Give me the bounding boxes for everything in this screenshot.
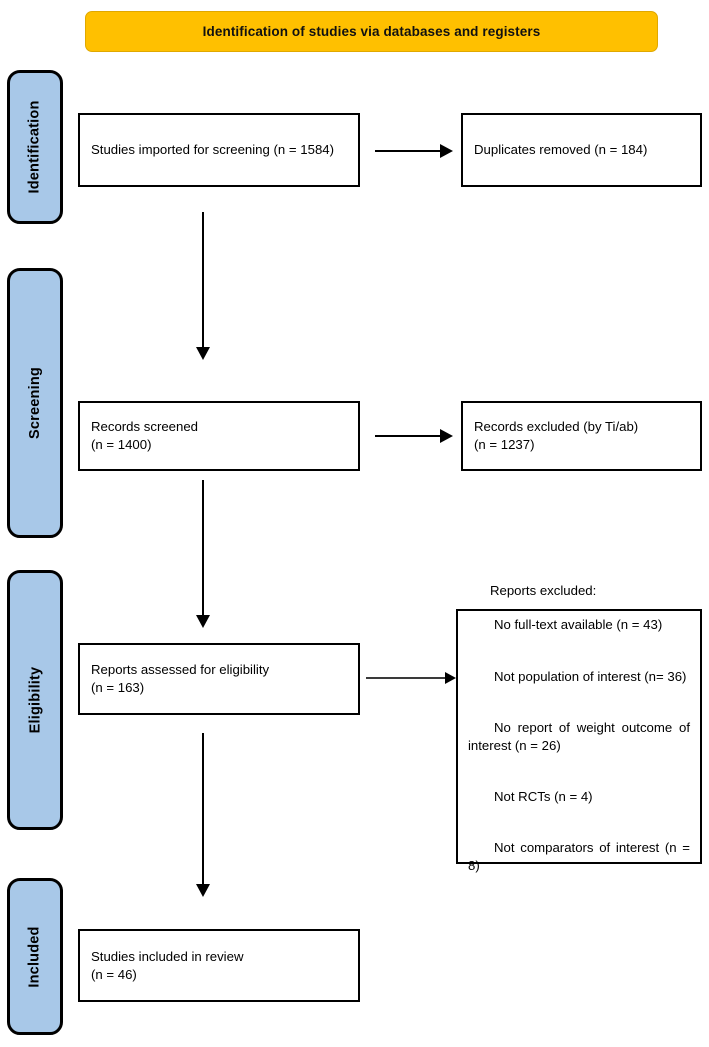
stage-label-identification: Identification (27, 100, 43, 194)
stage-tab-eligibility: Eligibility (7, 570, 63, 830)
box-duplicates-removed: Duplicates removed (n = 184) (461, 113, 702, 187)
excluded-reason-2: No report of weight outcome of interest … (468, 720, 694, 753)
box-reports-assessed: Reports assessed for eligibility (n = 16… (78, 643, 360, 715)
box-reports-assessed-text: Reports assessed for eligibility (n = 16… (91, 662, 270, 695)
box-records-excluded-tiab: Records excluded (by Ti/ab) (n = 1237) (461, 401, 702, 471)
arrow-eligibility-to-included (196, 733, 210, 897)
excluded-reason-4: Not comparators of interest (n = 8) (468, 840, 694, 873)
stage-tab-screening: Screening (7, 268, 63, 538)
box-records-screened-text: Records screened (n = 1400) (91, 419, 199, 452)
excluded-reason-1: Not population of interest (n= 36) (494, 668, 687, 684)
box-records-excluded-tiab-text: Records excluded (by Ti/ab) (n = 1237) (474, 419, 639, 452)
diagram-header-banner: Identification of studies via databases … (85, 11, 658, 52)
arrow-screened-to-excluded (375, 428, 453, 444)
box-studies-included: Studies included in review (n = 46) (78, 929, 360, 1002)
arrow-identification-to-screening (196, 212, 210, 360)
box-studies-imported: Studies imported for screening (n = 1584… (78, 113, 360, 187)
arrow-assessed-to-excluded-reasons (366, 671, 456, 685)
stage-label-screening: Screening (27, 367, 44, 439)
box-studies-included-text: Studies included in review (n = 46) (91, 948, 244, 982)
stage-label-included: Included (27, 925, 43, 988)
excluded-reason-0: No full-text available (n = 43) (494, 617, 663, 633)
arrow-imported-to-duplicates (375, 143, 453, 159)
diagram-header-title: Identification of studies via databases … (202, 24, 541, 39)
stage-label-eligibility: Eligibility (27, 666, 43, 734)
excluded-reason-3: Not RCTs (n = 4) (494, 788, 593, 804)
box-duplicates-removed-text: Duplicates removed (n = 184) (474, 142, 648, 158)
stage-tab-included: Included (7, 878, 63, 1035)
stage-tab-identification: Identification (7, 70, 63, 224)
box-studies-imported-text: Studies imported for screening (n = 1584… (91, 142, 335, 158)
arrow-screening-to-eligibility (196, 480, 210, 628)
box-reports-excluded: Reports excluded: No full-text available… (456, 583, 702, 873)
box-reports-excluded-text: Reports excluded: No full-text available… (458, 565, 700, 908)
excluded-heading: Reports excluded: (489, 583, 597, 599)
box-records-screened: Records screened (n = 1400) (78, 401, 360, 471)
